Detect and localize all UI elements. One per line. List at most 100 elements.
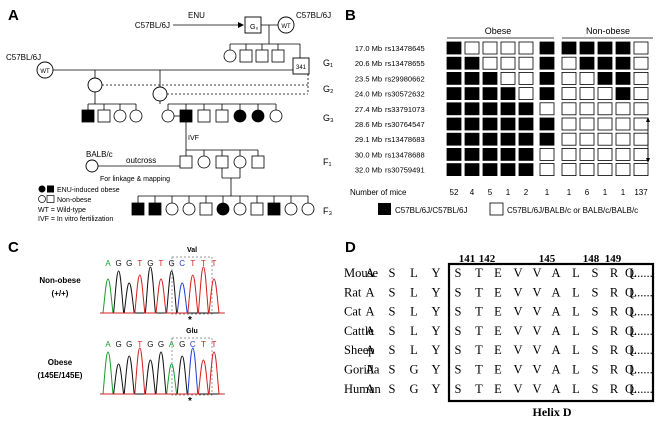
sequence-tail: Q...... [625,305,653,319]
residue: S [592,343,599,357]
residue: E [494,305,502,319]
trace-C [100,347,225,395]
mouse-count: 6 [585,188,590,197]
genotype-cell-nonobese [615,56,631,70]
residue: T [475,305,483,319]
genotype-cell-obese [539,147,555,161]
genotype-cell-obese [518,56,534,70]
residue: S [455,305,462,319]
sequence-tail: Q...... [625,285,653,299]
genotype-cell-obese [539,56,555,70]
sequence-tail: Q...... [625,363,653,377]
residue: S [592,363,599,377]
species-name: Rat [344,285,362,299]
marker-pos: 24.0 Mb [355,90,382,99]
base-letter: T [159,259,164,268]
genotype-cell-obese [539,132,555,146]
row2-star: * [188,396,192,407]
genotype-cell-nonobese [633,72,649,85]
residue: S [389,285,396,299]
residue: S [455,343,462,357]
genotype-cell-obese [446,147,462,161]
f3-row [131,196,315,216]
genotype-cell-obese [482,41,498,55]
genotype-cell-nonobese [597,87,613,100]
residue: S [592,285,599,299]
residue: T [475,363,483,377]
residue: A [551,285,560,299]
genotype-cell-obese [482,163,498,177]
strain-g1: C57BL/6J [6,53,41,62]
ivf-label: IVF [188,135,199,142]
trace-G [100,351,225,395]
residue: T [475,324,483,338]
position-labels: 141 142 145 148 149 [459,253,622,265]
genotype-cell-obese [464,72,480,85]
genotype-cell-nonobese [633,102,649,116]
residue: V [513,266,522,280]
genotype-cell-obese [464,132,480,146]
genotype-cell-nonobese [561,87,577,100]
genotype-cell-nonobese [579,56,595,70]
genotype-cell-obese [500,102,516,116]
genotype-cell-nonobese [579,132,595,146]
genotype-cell-obese [446,72,462,85]
genotype-cell-obese [482,147,498,161]
row2-codon-box [171,337,213,396]
base-letter: G [115,259,121,268]
legend-ivf: IVF = In vitro fertilization [38,216,113,223]
genotype-cell-obese [500,163,516,177]
residue: L [410,324,418,338]
genotype-cell-nonobese [579,147,595,161]
genotype-cell-nonobese [561,102,577,116]
residue: L [572,324,580,338]
genotype-cell-obese [482,87,498,100]
residue: T [475,382,483,396]
base-letter: T [212,340,217,349]
panel-d-letter: D [345,239,356,256]
residue: E [494,382,502,396]
residue: A [365,343,374,357]
pos-141: 141 [459,253,476,265]
marker-id: rs29980662 [385,74,425,83]
pos-148: 148 [583,253,600,265]
genotype-cell-obese [482,117,498,131]
f3-male [267,202,281,216]
genotype-cell-obese [539,87,555,100]
base-letter: C [190,340,196,349]
residue: S [455,285,462,299]
marker-pos: 23.5 Mb [355,74,382,83]
genotype-cell-nonobese [615,132,631,146]
residue: T [475,266,483,280]
f3-female [233,202,247,216]
residue: S [389,324,396,338]
genotype-cell-nonobese [579,163,595,177]
residue: V [513,324,522,338]
residue: A [365,266,374,280]
row1-trace [100,266,225,314]
genotype-cell-obese [539,117,555,131]
genotype-cell-nonobese [579,72,595,85]
residue: A [551,266,560,280]
genotype-cell-obese [464,56,480,70]
marker-id: rs13478655 [385,59,425,68]
g1-founder-id: 341 [296,65,307,71]
genotype-cell-nonobese [561,41,577,55]
genotype-cell-nonobese [615,163,631,177]
legend-empty-label: C57BL/6J/BALB/c or BALB/c/BALB/c [507,206,638,215]
g1-founder-male [292,57,310,75]
row1-label: Non-obese [39,276,81,285]
base-letter: A [105,259,111,268]
g2-female-b [152,86,168,102]
row2-label: Obese [48,358,73,367]
genotype-grid [446,41,649,177]
genotype-cell-nonobese [597,102,613,116]
trace-C [100,282,225,314]
base-letter: G [179,340,185,349]
genotype-cell-obese [446,87,462,100]
residue: S [592,324,599,338]
base-letter: A [105,340,111,349]
genotype-cell-nonobese [579,87,595,100]
